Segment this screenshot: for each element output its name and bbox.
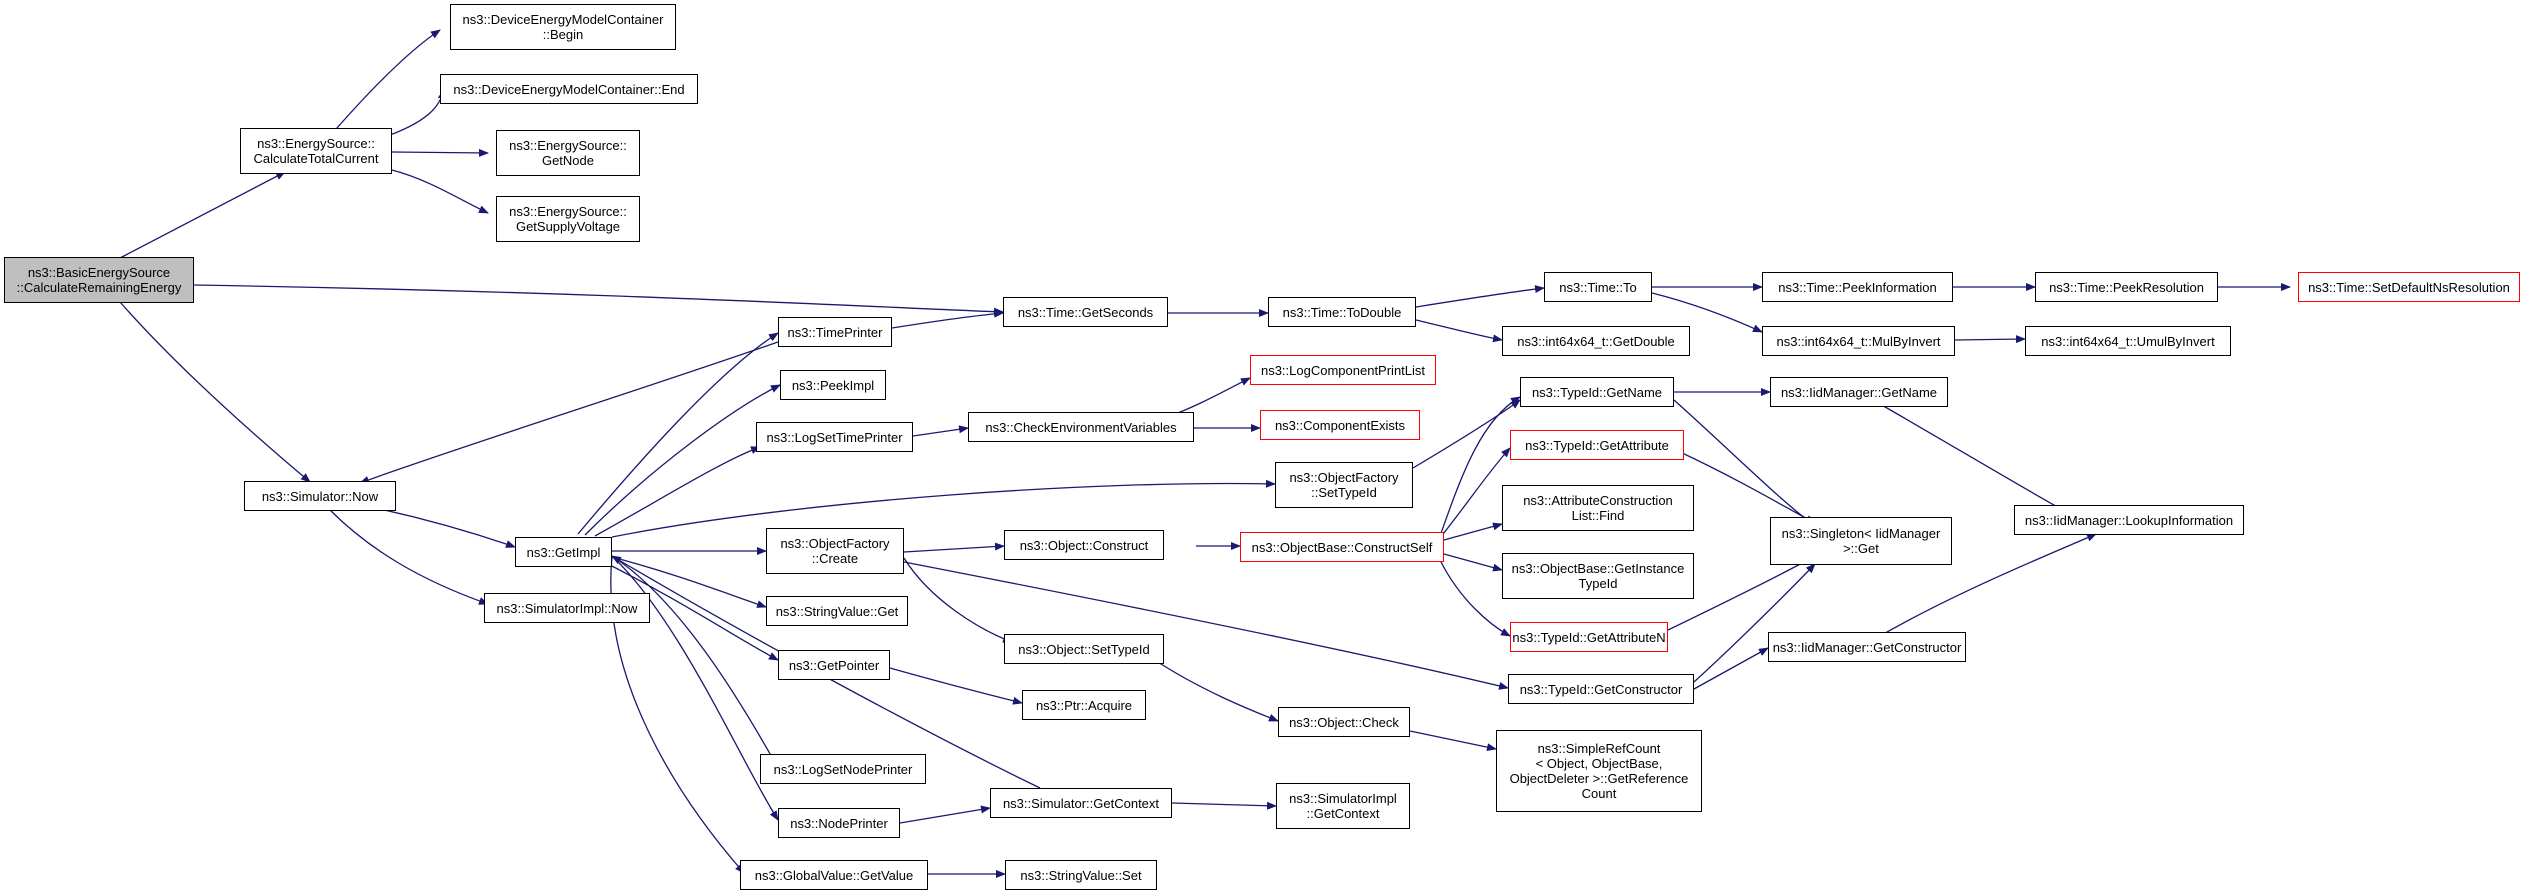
edge-root-simulatornow	[119, 301, 311, 483]
node-typeid-getconstructor[interactable]: ns3::TypeId::GetConstructor	[1508, 674, 1694, 704]
node-time-to[interactable]: ns3::Time::To	[1544, 272, 1652, 302]
edge-ofcreate-typeidgetconstructor	[903, 561, 1509, 690]
node-simulatorimpl-getcontext[interactable]: ns3::SimulatorImpl ::GetContext	[1276, 783, 1410, 829]
node-typeid-getattributen[interactable]: ns3::TypeId::GetAttributeN	[1510, 622, 1668, 652]
node-simplerefcount-getreferencecount[interactable]: ns3::SimpleRefCount < Object, ObjectBase…	[1496, 730, 1702, 812]
node-simulatorimpl-now[interactable]: ns3::SimulatorImpl::Now	[484, 593, 650, 623]
edge-simgetctx-simimplgetctx	[1171, 801, 1277, 810]
node-object-construct[interactable]: ns3::Object::Construct	[1004, 530, 1164, 560]
node-demc-end[interactable]: ns3::DeviceEnergyModelContainer::End	[440, 74, 698, 104]
node-energysource-getsupplyvoltage[interactable]: ns3::EnergySource:: GetSupplyVoltage	[496, 196, 640, 242]
node-simulator-getcontext[interactable]: ns3::Simulator::GetContext	[990, 788, 1172, 818]
edge-root-gettseconds	[193, 284, 1004, 316]
edge-getimpl-logsetnode	[611, 555, 779, 769]
edge-calctotal-demcend	[389, 89, 446, 136]
node-int64x64-umulbyinvert[interactable]: ns3::int64x64_t::UmulByInvert	[2025, 326, 2231, 356]
node-iidmanager-getname[interactable]: ns3::IidManager::GetName	[1770, 377, 1948, 407]
node-ptr-acquire[interactable]: ns3::Ptr::Acquire	[1022, 690, 1146, 720]
node-getimpl[interactable]: ns3::GetImpl	[515, 537, 612, 567]
node-time-getseconds[interactable]: ns3::Time::GetSeconds	[1003, 297, 1168, 327]
edge-getimpl-ofsettypeid	[611, 479, 1276, 538]
node-energysource-getnode[interactable]: ns3::EnergySource:: GetNode	[496, 130, 640, 176]
edge-calctotal-getnode	[391, 148, 489, 157]
node-singleton-iidmanager-get[interactable]: ns3::Singleton< IidManager >::Get	[1770, 517, 1952, 565]
edge-nodeprinter-simgetctx	[899, 805, 991, 824]
edge-constructself-attrfind	[1443, 522, 1503, 541]
edge-typeidgetattr-singleton	[1679, 451, 1816, 524]
node-int64x64-getdouble[interactable]: ns3::int64x64_t::GetDouble	[1502, 326, 1690, 356]
edge-root-calctotalcurrent	[119, 171, 286, 259]
node-objectbase-getinstancetypeid[interactable]: ns3::ObjectBase::GetInstance TypeId	[1502, 553, 1694, 599]
node-getpointer[interactable]: ns3::GetPointer	[778, 650, 890, 680]
node-simulator-now[interactable]: ns3::Simulator::Now	[244, 481, 396, 511]
edge-typeidgetconstructor-singleton	[1693, 563, 1816, 683]
edge-typeidgetname-singleton	[1673, 399, 1816, 526]
node-objectfactory-create[interactable]: ns3::ObjectFactory ::Create	[766, 528, 904, 574]
edge-simnow-getimpl	[379, 508, 516, 548]
node-typeid-getname[interactable]: ns3::TypeId::GetName	[1520, 377, 1674, 407]
node-attributeconstructionlist-find[interactable]: ns3::AttributeConstruction List::Find	[1502, 485, 1694, 531]
edge-getimpl-timeprinter	[577, 332, 779, 535]
edge-getimpl-stringvalueget	[611, 556, 767, 608]
node-object-check[interactable]: ns3::Object::Check	[1278, 707, 1410, 737]
node-energysource-calculatetotalcurrent[interactable]: ns3::EnergySource:: CalculateTotalCurren…	[240, 128, 392, 174]
node-globalvalue-getvalue[interactable]: ns3::GlobalValue::GetValue	[740, 860, 928, 890]
node-logsettimeprinter[interactable]: ns3::LogSetTimePrinter	[756, 422, 913, 452]
edge-to-mulbyinvert	[1651, 292, 1763, 333]
node-stringvalue-set[interactable]: ns3::StringValue::Set	[1005, 860, 1157, 890]
node-iidmanager-lookupinformation[interactable]: ns3::IidManager::LookupInformation	[2014, 505, 2244, 535]
node-basic-energy-source-calculate-remaining-energy: ns3::BasicEnergySource ::CalculateRemain…	[4, 257, 194, 303]
node-time-peekinformation[interactable]: ns3::Time::PeekInformation	[1762, 272, 1953, 302]
edge-todouble-to	[1415, 285, 1545, 308]
node-iidmanager-getconstructor[interactable]: ns3::IidManager::GetConstructor	[1768, 632, 1966, 662]
node-time-peekresolution[interactable]: ns3::Time::PeekResolution	[2035, 272, 2218, 302]
node-object-settypeid[interactable]: ns3::Object::SetTypeId	[1004, 634, 1164, 664]
node-peekimpl[interactable]: ns3::PeekImpl	[780, 370, 886, 400]
edge-calctotal-demcbegin	[329, 29, 441, 137]
edge-constructself-getinstance	[1443, 553, 1503, 572]
edge-todouble-getdouble	[1415, 319, 1503, 343]
node-checkenvironmentvariables[interactable]: ns3::CheckEnvironmentVariables	[968, 412, 1194, 442]
edge-timeprinter-getseconds	[891, 309, 1004, 329]
edge-getimpl-nodeprinter	[611, 555, 779, 821]
node-componentexists[interactable]: ns3::ComponentExists	[1260, 410, 1420, 440]
node-time-setdefaultnsresolution[interactable]: ns3::Time::SetDefaultNsResolution	[2298, 272, 2520, 302]
node-objectfactory-settypeid[interactable]: ns3::ObjectFactory ::SetTypeId	[1275, 462, 1413, 508]
edge-iidgetconstructor-lookup	[1879, 533, 2097, 637]
edge-simnow-simimplnow	[329, 509, 489, 605]
edge-mulbyinvert-umul	[1954, 335, 2026, 344]
edge-objcheck-simplerefcount	[1409, 730, 1497, 752]
edge-constructself-getattributen	[1439, 559, 1511, 637]
node-int64x64-mulbyinvert[interactable]: ns3::int64x64_t::MulByInvert	[1762, 326, 1955, 356]
edge-constructself-typeidgetname	[1439, 396, 1521, 537]
node-typeid-getattribute[interactable]: ns3::TypeId::GetAttribute	[1510, 430, 1684, 460]
node-time-todouble[interactable]: ns3::Time::ToDouble	[1268, 297, 1416, 327]
edge-ofcreate-objconstruct	[903, 542, 1005, 553]
node-nodeprinter[interactable]: ns3::NodePrinter	[778, 808, 900, 838]
edge-constructself-typeidgetattr	[1439, 447, 1511, 539]
edge-getimpl-getpointer	[599, 559, 779, 661]
edge-logsettp-checkenv	[912, 425, 969, 437]
edge-getimpl-peekimpl	[584, 384, 781, 536]
edge-timeprinter-simnow	[359, 341, 779, 484]
node-logsetnodeprinter[interactable]: ns3::LogSetNodePrinter	[760, 754, 926, 784]
node-logcomponentprintlist[interactable]: ns3::LogComponentPrintList	[1250, 355, 1436, 385]
edge-ofsettypeid-typeidgetname	[1412, 399, 1521, 469]
node-objectbase-constructself[interactable]: ns3::ObjectBase::ConstructSelf	[1240, 532, 1444, 562]
edge-getimpl-logsettp	[594, 446, 761, 537]
edge-ofcreate-objsettypeid	[903, 557, 1013, 643]
edge-calctotal-supplyvoltage	[391, 169, 489, 214]
node-stringvalue-get[interactable]: ns3::StringValue::Get	[766, 596, 908, 626]
edge-checkenv-logcomp	[1169, 377, 1251, 417]
edge-objsettypeid-objcheck	[1149, 656, 1279, 722]
node-demc-begin[interactable]: ns3::DeviceEnergyModelContainer ::Begin	[450, 4, 676, 50]
edge-typeidgetconstructor-iidgetconstructor	[1693, 647, 1769, 690]
edge-getpointer-ptracquire	[889, 667, 1023, 705]
node-timeprinter[interactable]: ns3::TimePrinter	[778, 317, 892, 347]
